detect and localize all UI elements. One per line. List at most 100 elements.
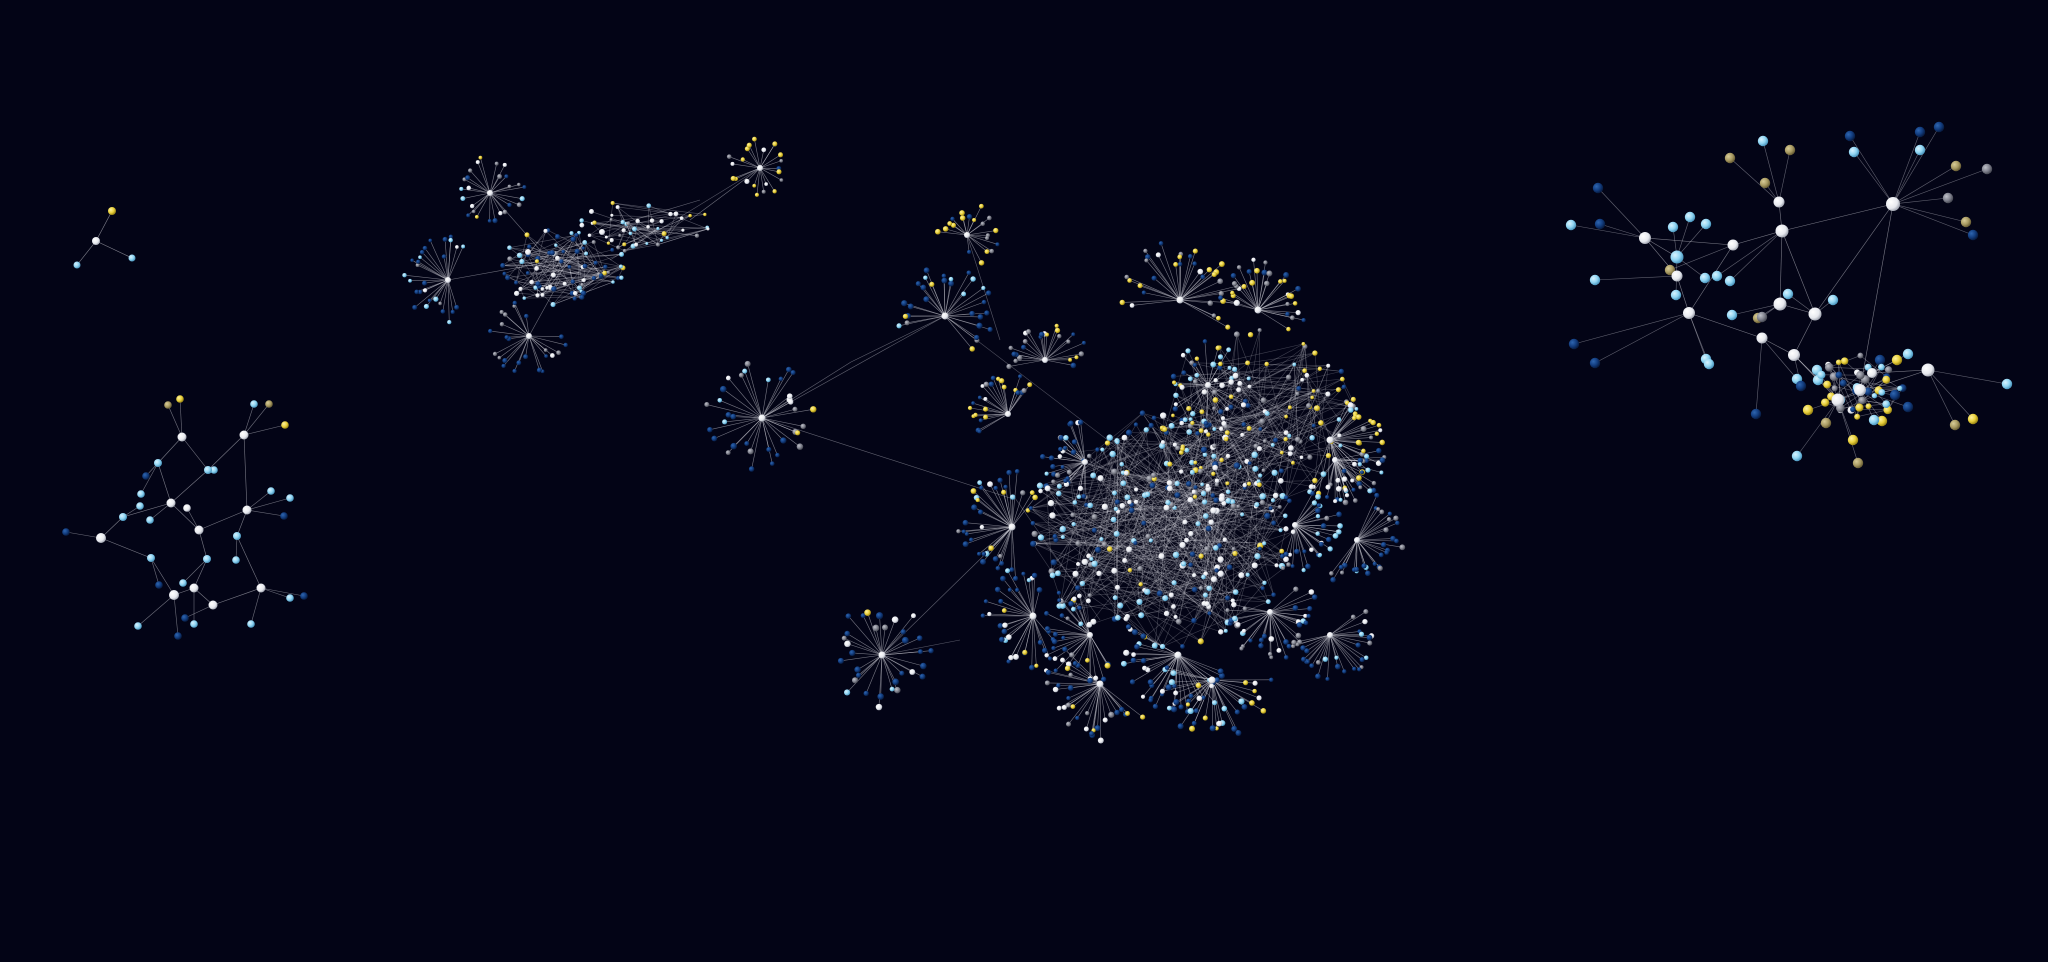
graph-edge xyxy=(489,192,501,214)
graph-edge xyxy=(1179,288,1240,301)
graph-edge xyxy=(719,400,763,419)
graph-edge xyxy=(1669,244,1734,271)
graph-edge xyxy=(1059,683,1101,709)
graph-edge xyxy=(985,601,1034,617)
graph-node xyxy=(416,259,421,264)
graph-node xyxy=(1257,482,1262,488)
graph-edge xyxy=(1175,384,1209,410)
graph-edge xyxy=(536,249,613,269)
graph-node xyxy=(1667,221,1679,233)
graph-node xyxy=(1856,371,1865,380)
graph-edge xyxy=(1046,634,1091,656)
graph-edge xyxy=(761,372,794,419)
graph-edge xyxy=(1129,501,1180,622)
graph-node xyxy=(950,216,955,222)
graph-edge xyxy=(464,179,491,194)
graph-edge xyxy=(76,240,97,266)
graph-node xyxy=(1138,582,1143,587)
graph-node xyxy=(983,406,989,412)
graph-edge xyxy=(1069,471,1274,524)
graph-edge xyxy=(1032,522,1202,589)
graph-node xyxy=(543,348,548,352)
graph-edge xyxy=(521,261,570,268)
graph-edge xyxy=(1162,442,1209,489)
graph-node xyxy=(1335,387,1342,393)
graph-edge xyxy=(978,526,1013,555)
graph-node xyxy=(591,240,596,245)
graph-node xyxy=(1259,499,1266,506)
graph-edge xyxy=(1225,426,1290,437)
graph-node xyxy=(516,252,523,259)
graph-node xyxy=(570,236,576,242)
graph-edge xyxy=(1154,510,1214,646)
graph-edge xyxy=(881,640,906,656)
graph-edge xyxy=(1356,511,1383,541)
graph-node xyxy=(194,525,204,535)
graph-edge xyxy=(1040,537,1177,556)
graph-node xyxy=(1101,541,1108,548)
graph-node xyxy=(1225,497,1232,504)
graph-edge xyxy=(1212,447,1292,496)
graph-edge xyxy=(1860,355,1887,378)
graph-edge xyxy=(1280,480,1314,488)
graph-node xyxy=(757,165,763,171)
graph-edge xyxy=(751,417,763,470)
graph-edge xyxy=(1257,309,1299,313)
graph-node xyxy=(142,472,150,480)
graph-edge xyxy=(1233,275,1259,311)
graph-node xyxy=(1192,573,1197,578)
graph-edge xyxy=(1174,444,1329,456)
graph-edge xyxy=(1162,415,1218,568)
graph-node xyxy=(1341,384,1347,390)
graph-node xyxy=(1170,373,1177,380)
graph-edge xyxy=(447,259,561,281)
graph-edge xyxy=(1072,492,1115,516)
graph-edge xyxy=(1133,654,1179,661)
graph-node xyxy=(1260,586,1265,591)
graph-edge xyxy=(1140,495,1146,616)
graph-edge xyxy=(1320,422,1329,456)
graph-node xyxy=(1271,520,1277,526)
graph-edge xyxy=(619,235,659,245)
graph-node xyxy=(1251,562,1258,569)
graph-node xyxy=(1914,126,1926,138)
graph-edge xyxy=(489,184,519,194)
graph-edge xyxy=(1114,471,1280,508)
graph-node xyxy=(1361,563,1367,569)
graph-node xyxy=(1050,463,1056,470)
graph-node xyxy=(1159,643,1166,650)
graph-node xyxy=(845,613,852,619)
graph-node xyxy=(969,537,974,542)
graph-edge xyxy=(1051,424,1137,572)
graph-node xyxy=(1294,548,1300,555)
graph-node xyxy=(1267,651,1273,657)
graph-edge xyxy=(1027,437,1125,511)
graph-edge xyxy=(1179,280,1221,301)
graph-node xyxy=(1839,379,1847,387)
graph-edge xyxy=(1110,494,1148,549)
graph-edge xyxy=(1114,482,1170,620)
graph-node xyxy=(923,296,930,303)
graph-edge xyxy=(1144,494,1195,590)
graph-node xyxy=(1308,484,1314,490)
graph-node xyxy=(1214,478,1220,484)
graph-edge xyxy=(1179,299,1215,316)
graph-node xyxy=(1078,621,1084,627)
graph-edge xyxy=(536,260,574,283)
graph-edge xyxy=(1227,406,1311,433)
graph-node xyxy=(1711,270,1723,282)
graph-node xyxy=(1126,546,1133,553)
graph-edge xyxy=(1129,280,1181,301)
graph-edge xyxy=(1179,269,1210,301)
graph-node xyxy=(1221,500,1227,506)
graph-node xyxy=(1374,492,1380,498)
graph-edge xyxy=(944,292,989,317)
graph-edge xyxy=(1114,471,1119,618)
graph-node xyxy=(507,256,513,262)
graph-node xyxy=(1071,596,1077,602)
graph-node xyxy=(688,213,692,218)
graph-edge xyxy=(944,315,977,338)
graph-node xyxy=(1148,422,1154,429)
graph-node xyxy=(1089,731,1095,737)
graph-node xyxy=(1072,661,1078,666)
